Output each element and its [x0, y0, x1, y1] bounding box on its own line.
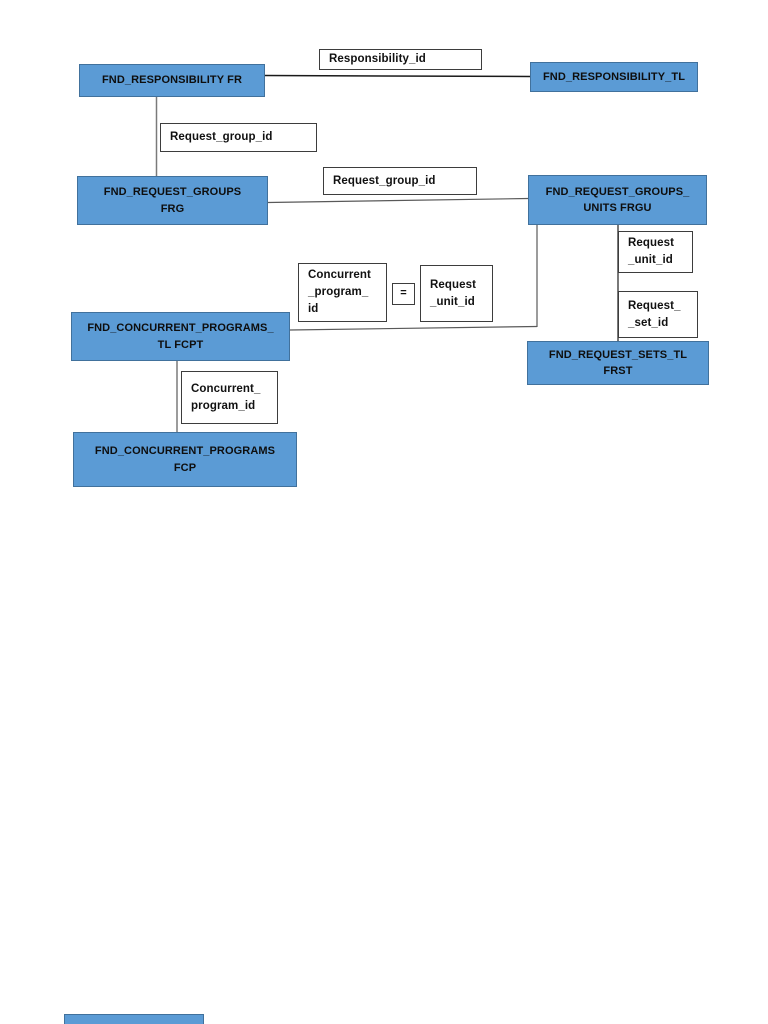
entity-label: FND_REQUEST_SETS_TL FRST	[548, 348, 688, 378]
label-concurrent-program-id-link: Concurrent_ program_id	[181, 371, 278, 424]
label-responsibility-id: Responsibility_id	[319, 49, 482, 70]
entity-fnd-concurrent-programs: FND_CONCURRENT_PROGRAMS FCP	[73, 432, 297, 487]
entity-label: FND_REQUEST_GROUPS FRG	[103, 186, 242, 215]
line-fr-tl	[264, 74, 531, 78]
entity-fnd-request-sets-tl: FND_REQUEST_SETS_TL FRST	[527, 341, 709, 385]
label-text: Request_group_id	[333, 174, 436, 187]
entity-fnd-responsibility: FND_RESPONSIBILITY FR	[79, 64, 265, 97]
line-fcpt-frgu	[289, 325, 538, 331]
entity-label: FND_RESPONSIBILITY_TL	[542, 70, 686, 83]
label-text: =	[400, 287, 407, 300]
label-text: Request_group_id	[170, 131, 273, 144]
label-text: Request _unit_id	[628, 237, 675, 266]
label-request-unit-id-right: Request _unit_id	[618, 231, 693, 273]
label-concurrent-program-id-join: Concurrent _program_ id	[298, 263, 387, 322]
entity-label: FND_CONCURRENT_PROGRAMS_ TL FCPT	[87, 322, 274, 351]
label-text: Concurrent_ program_id	[191, 382, 261, 412]
label-request-group-id-mid: Request_group_id	[323, 167, 477, 195]
entity-label: FND_REQUEST_GROUPS_ UNITS FRGU	[545, 185, 690, 215]
label-request-set-id: Request_ _set_id	[618, 291, 698, 338]
entity-fnd-responsibility-tl: FND_RESPONSIBILITY_TL	[530, 62, 698, 92]
entity-label: FND_CONCURRENT_PROGRAMS FCP	[94, 445, 276, 474]
label-text: Request_ _set_id	[628, 299, 681, 329]
entity-fnd-concurrent-programs-tl: FND_CONCURRENT_PROGRAMS_ TL FCPT	[71, 312, 290, 361]
entity-clipped-at-page-edge	[64, 1014, 204, 1024]
entity-fnd-request-groups-units: FND_REQUEST_GROUPS_ UNITS FRGU	[528, 175, 707, 225]
label-text: Request _unit_id	[430, 278, 477, 308]
entity-fnd-request-groups: FND_REQUEST_GROUPS FRG	[77, 176, 268, 225]
label-request-group-id-top: Request_group_id	[160, 123, 317, 152]
label-equals-operator: =	[392, 283, 415, 305]
line-frg-frgu	[267, 197, 529, 204]
entity-label: FND_RESPONSIBILITY FR	[101, 74, 243, 87]
label-text: Concurrent _program_ id	[308, 269, 371, 315]
label-request-unit-id-join: Request _unit_id	[420, 265, 493, 322]
label-text: Responsibility_id	[329, 53, 426, 66]
